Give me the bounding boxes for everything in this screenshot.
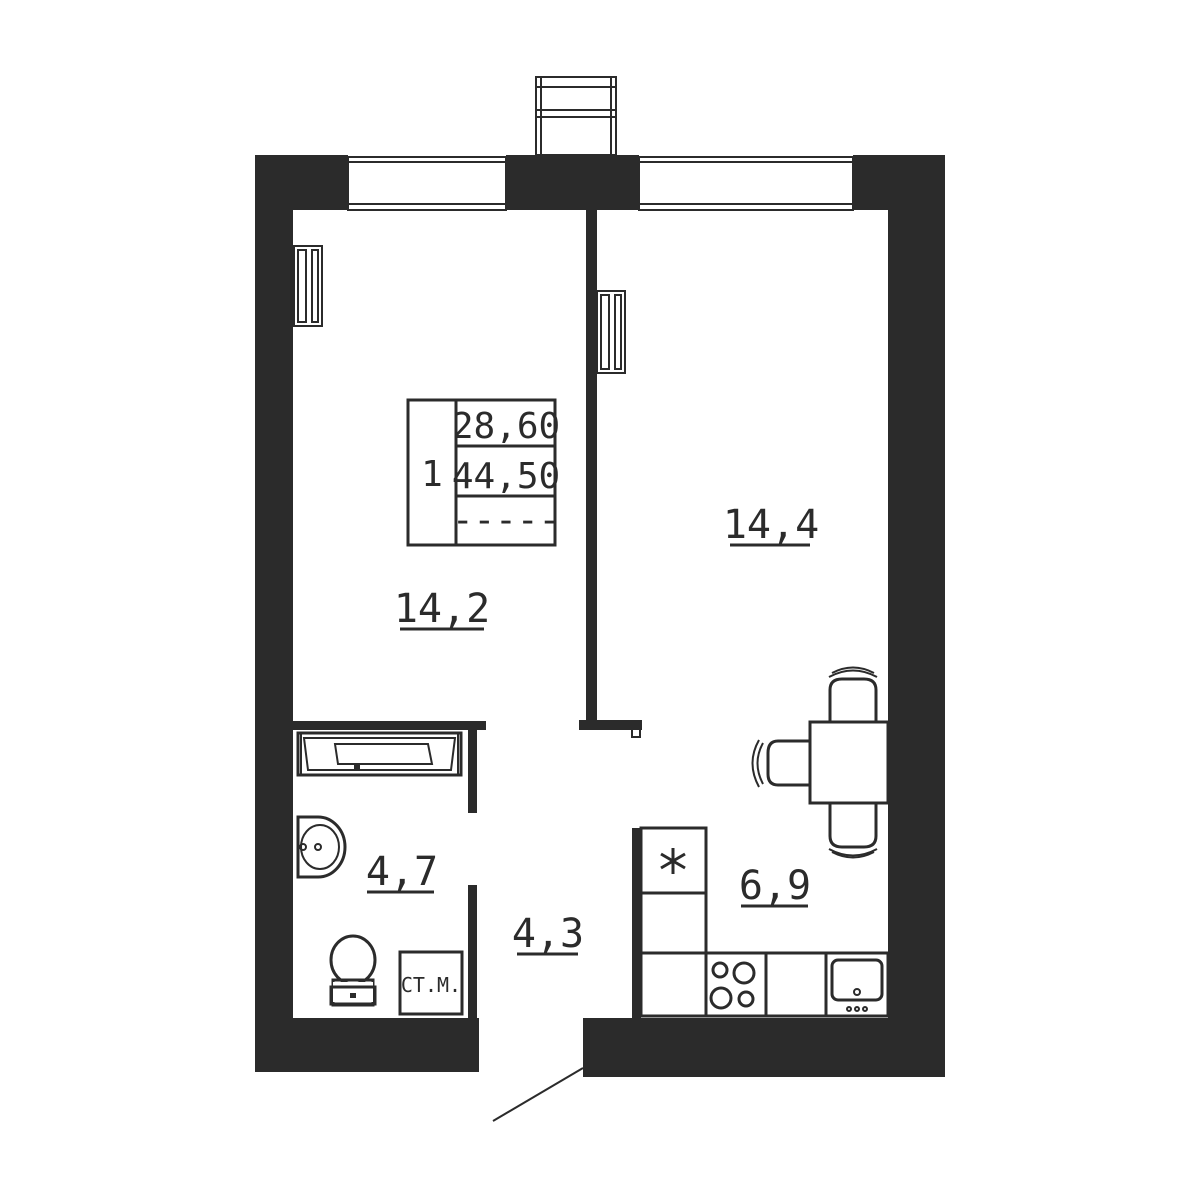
chair-bottom bbox=[828, 803, 878, 859]
kitchen-label: 6,9 bbox=[739, 863, 811, 909]
hall-area: 4,3 bbox=[512, 911, 584, 957]
total-area-value: 44,50 bbox=[452, 456, 560, 497]
living-area-value: 28,60 bbox=[452, 406, 560, 447]
washing-machine: СТ.М. bbox=[398, 950, 464, 1016]
partition-bath-side-lower bbox=[468, 885, 477, 1018]
partition-rooms-foot bbox=[579, 720, 642, 730]
wall-left bbox=[255, 155, 293, 1072]
room-right-label: 14,4 bbox=[723, 502, 819, 548]
kitchen-sink bbox=[830, 958, 884, 1012]
bathroom-label: 4,7 bbox=[366, 849, 438, 895]
radiator-left bbox=[293, 245, 323, 327]
kitchen-counter bbox=[639, 826, 890, 1018]
wall-right bbox=[888, 155, 945, 1077]
rooms-count: 1 bbox=[421, 454, 443, 495]
bathroom-area: 4,7 bbox=[366, 849, 438, 895]
stove-burners bbox=[709, 961, 756, 1010]
partition-bath-top bbox=[293, 721, 486, 730]
bathtub bbox=[296, 731, 463, 777]
fridge-snowflake-icon bbox=[660, 848, 686, 874]
hall-label: 4,3 bbox=[512, 911, 584, 957]
entrance-door bbox=[492, 1067, 584, 1122]
toilet bbox=[329, 934, 377, 1007]
radiator-right bbox=[596, 290, 626, 374]
bathtub-body bbox=[296, 731, 463, 777]
balcony-area-value: ----- bbox=[452, 500, 560, 541]
bathroom-sink bbox=[296, 815, 347, 879]
window-right bbox=[638, 156, 854, 211]
room-right-area: 14,4 bbox=[723, 502, 819, 548]
chair-top bbox=[828, 666, 878, 722]
wall-bottom-left bbox=[255, 1018, 479, 1072]
outer-walls bbox=[255, 155, 945, 1077]
wall-top-middle bbox=[506, 155, 639, 210]
window-left bbox=[347, 156, 507, 211]
chair-left bbox=[751, 739, 810, 788]
bathtub-frame bbox=[296, 731, 463, 777]
room-left-area: 14,2 bbox=[394, 586, 490, 632]
partition-kitchen bbox=[632, 828, 641, 1018]
partition-rooms bbox=[586, 210, 597, 725]
vent-grid bbox=[535, 76, 617, 156]
apartment-info-box: 1 28,60 44,50 ----- bbox=[406, 398, 560, 547]
room-left-label: 14,2 bbox=[394, 586, 490, 632]
dining-table bbox=[808, 720, 890, 805]
partitions bbox=[293, 210, 642, 1018]
partition-bath-side-upper bbox=[468, 721, 477, 813]
washing-machine-label: СТ.М. bbox=[401, 973, 461, 997]
wall-bottom-right bbox=[583, 1018, 945, 1077]
kitchen-area: 6,9 bbox=[739, 863, 811, 909]
